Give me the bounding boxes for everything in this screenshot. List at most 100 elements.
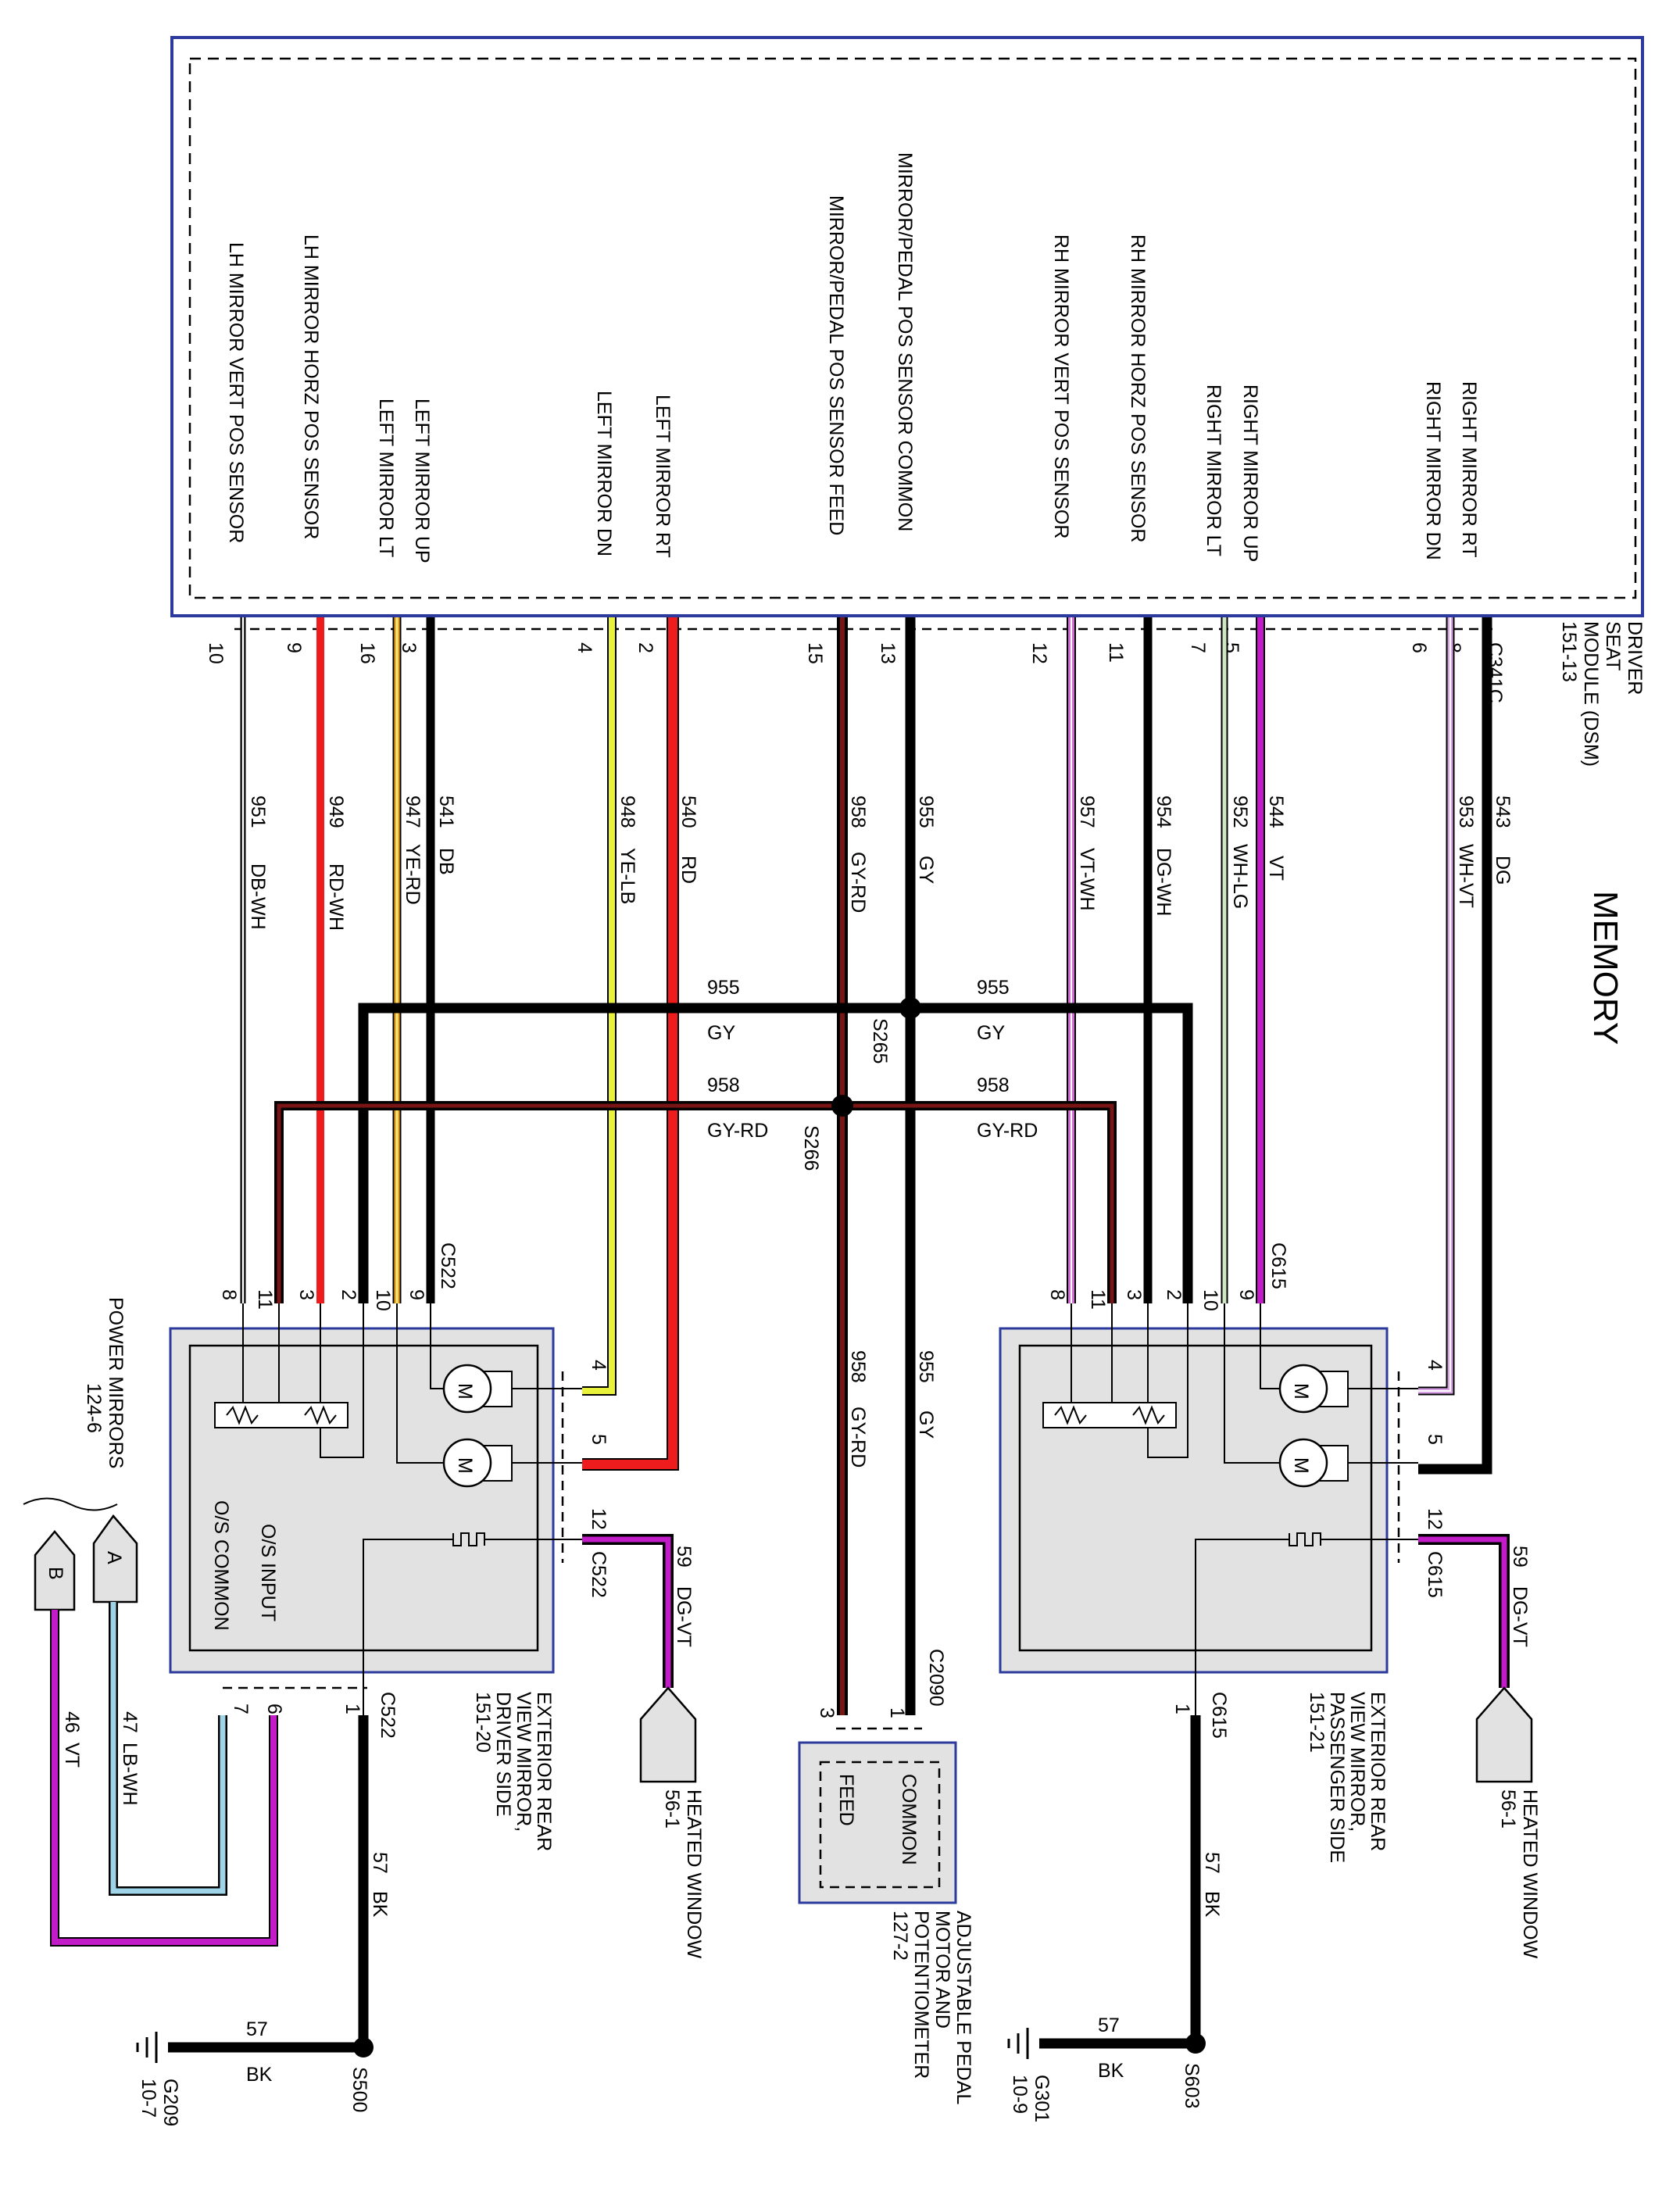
pin-number: 8 bbox=[218, 1289, 240, 1300]
splice-label: S603 bbox=[1181, 2063, 1203, 2108]
wire-color: VT-WH bbox=[1076, 848, 1098, 911]
dsm-title-line: SEAT bbox=[1602, 621, 1624, 670]
dsm-pin-label: RIGHT MIRROR UP bbox=[1239, 384, 1261, 562]
dsm-pin-number: 12 bbox=[1028, 642, 1050, 664]
splice-label: S500 bbox=[349, 2067, 370, 2112]
bus-circuit: 955 bbox=[707, 977, 740, 999]
page-title: MEMORY bbox=[1586, 891, 1625, 1045]
wire-color: VT bbox=[1265, 856, 1287, 881]
heated-color: DG-VT bbox=[673, 1586, 695, 1647]
motor-label: M bbox=[454, 1383, 476, 1400]
component-title: EXTERIOR REAR bbox=[533, 1692, 555, 1851]
pin-number: 3 bbox=[816, 1707, 838, 1718]
wire-color: DG bbox=[1492, 856, 1514, 885]
wire-circuit: 951 bbox=[247, 795, 269, 828]
driver-mirror: M M O/S INPUT O/S COMMON bbox=[169, 1303, 582, 1715]
component-title: MOTOR AND bbox=[931, 1911, 953, 2029]
wire-color: WH-LG bbox=[1229, 844, 1251, 909]
wire-circuit: 954 bbox=[1153, 795, 1174, 828]
dsm-pin-label: LH MIRROR VERT POS SENSOR bbox=[225, 242, 247, 543]
ground-wire-left bbox=[168, 1715, 369, 2053]
dsm-pin-label: RIGHT MIRROR LT bbox=[1203, 384, 1224, 556]
dsm-pin-number: 4 bbox=[574, 642, 595, 653]
dsm-pin-labels: LH MIRROR VERT POS SENSOR LH MIRROR HORZ… bbox=[225, 152, 1480, 563]
wires bbox=[240, 617, 1492, 1715]
pin-number: 2 bbox=[338, 1289, 359, 1300]
dsm-pin-label: MIRROR/PEDAL POS SENSOR COMMON bbox=[894, 152, 916, 531]
pin-number: 3 bbox=[1123, 1289, 1145, 1300]
wire-color: GY-RD bbox=[847, 1407, 869, 1468]
component-title: POWER MIRRORS bbox=[105, 1297, 127, 1468]
splice-s603 bbox=[1185, 2033, 1206, 2054]
wire-color: BK bbox=[246, 2064, 273, 2086]
heated-circuit: 59 bbox=[1509, 1546, 1531, 1568]
driver-mirror-title: EXTERIOR REAR VIEW MIRROR, DRIVER SIDE 1… bbox=[472, 1692, 555, 1851]
pin-number: 4 bbox=[588, 1360, 609, 1371]
wire-color: YE-RD bbox=[402, 844, 424, 905]
pin-number: 1 bbox=[341, 1704, 363, 1714]
component-title: POTENTIOMETER bbox=[910, 1911, 932, 2079]
wire-color: RD bbox=[677, 856, 699, 884]
wire-circuit: 57 bbox=[1201, 1852, 1223, 1874]
dsm-pin-number: 3 bbox=[398, 642, 420, 653]
wire-circuit: 57 bbox=[369, 1852, 391, 1874]
wire-circuit: 957 bbox=[1076, 795, 1098, 828]
component-title: DRIVER SIDE bbox=[492, 1692, 514, 1817]
heated-window-connector bbox=[1475, 1686, 1533, 1783]
dsm-pin-number: 9 bbox=[283, 642, 305, 653]
pin-number: 1 bbox=[1171, 1704, 1193, 1714]
driver-seat-module bbox=[170, 36, 1644, 617]
connector-label: C2090 bbox=[925, 1649, 947, 1707]
dsm-title-line: DRIVER bbox=[1624, 621, 1646, 695]
wire-circuit: 57 bbox=[1098, 2015, 1120, 2036]
component-title: VIEW MIRROR, bbox=[513, 1692, 534, 1832]
splice-s265 bbox=[899, 997, 921, 1019]
bus-color: GY bbox=[977, 1022, 1005, 1044]
wire-circuit: 949 bbox=[325, 795, 347, 828]
dsm-pin-number: 15 bbox=[804, 642, 826, 664]
wire-color: LB-WH bbox=[119, 1743, 141, 1806]
dsm-pin-number: 7 bbox=[1187, 642, 1209, 653]
wire-circuit: 57 bbox=[246, 2018, 268, 2040]
pin-number: 3 bbox=[295, 1289, 317, 1300]
wire-color: VT bbox=[61, 1743, 83, 1768]
wire-circuit: 952 bbox=[1229, 795, 1251, 828]
motor-label: M bbox=[454, 1457, 476, 1474]
mirror-input: O/S INPUT bbox=[257, 1524, 279, 1621]
pin-number: 2 bbox=[1163, 1289, 1185, 1300]
pin-number: 12 bbox=[1424, 1508, 1446, 1530]
wire-color: DB bbox=[435, 848, 457, 875]
component-title: VIEW MIRROR, bbox=[1346, 1692, 1368, 1832]
splice-label: S265 bbox=[869, 1018, 891, 1064]
pin-number: 11 bbox=[1087, 1289, 1109, 1310]
wire-circuit: 958 bbox=[847, 1350, 869, 1383]
mirror-common: O/S COMMON bbox=[210, 1500, 232, 1631]
connector-label: C615 bbox=[1208, 1692, 1230, 1739]
dsm-pin-label: LEFT MIRROR DN bbox=[593, 391, 615, 556]
pin-number: 6 bbox=[263, 1704, 285, 1714]
wire-color: GY bbox=[915, 1410, 937, 1439]
wire-color: DG-WH bbox=[1153, 848, 1174, 916]
dsm-pin-label: MIRROR/PEDAL POS SENSOR FEED bbox=[825, 195, 847, 535]
passenger-mirror: M M bbox=[999, 1303, 1418, 1715]
pin-number: 10 bbox=[1199, 1289, 1221, 1311]
bus-color: GY bbox=[707, 1022, 735, 1044]
wire-circuit: 46 bbox=[61, 1711, 83, 1733]
wire-circuit: 541 bbox=[435, 795, 457, 828]
bus-color: GY-RD bbox=[977, 1120, 1038, 1142]
bus-circuit: 958 bbox=[977, 1074, 1010, 1096]
wire-color: BK bbox=[1098, 2060, 1124, 2082]
dsm-pin-number: 16 bbox=[356, 642, 378, 664]
wire-circuit: 47 bbox=[119, 1711, 141, 1733]
ground-icon bbox=[136, 2032, 158, 2063]
dsm-pin-number: 2 bbox=[634, 642, 656, 653]
dsm-pin-label: LH MIRROR HORZ POS SENSOR bbox=[300, 234, 322, 539]
splice-label: S266 bbox=[800, 1125, 822, 1171]
ground-ref: 10-9 bbox=[1009, 2075, 1031, 2114]
dsm-title-line: MODULE (DSM) bbox=[1580, 621, 1602, 767]
wire-circuit: 948 bbox=[617, 795, 638, 828]
pin-number: 1 bbox=[886, 1707, 908, 1718]
passenger-mirror-title: EXTERIOR REAR VIEW MIRROR, PASSENGER SID… bbox=[1306, 1692, 1389, 1863]
component-title: EXTERIOR REAR bbox=[1367, 1692, 1389, 1851]
bus-circuit: 955 bbox=[977, 977, 1010, 999]
